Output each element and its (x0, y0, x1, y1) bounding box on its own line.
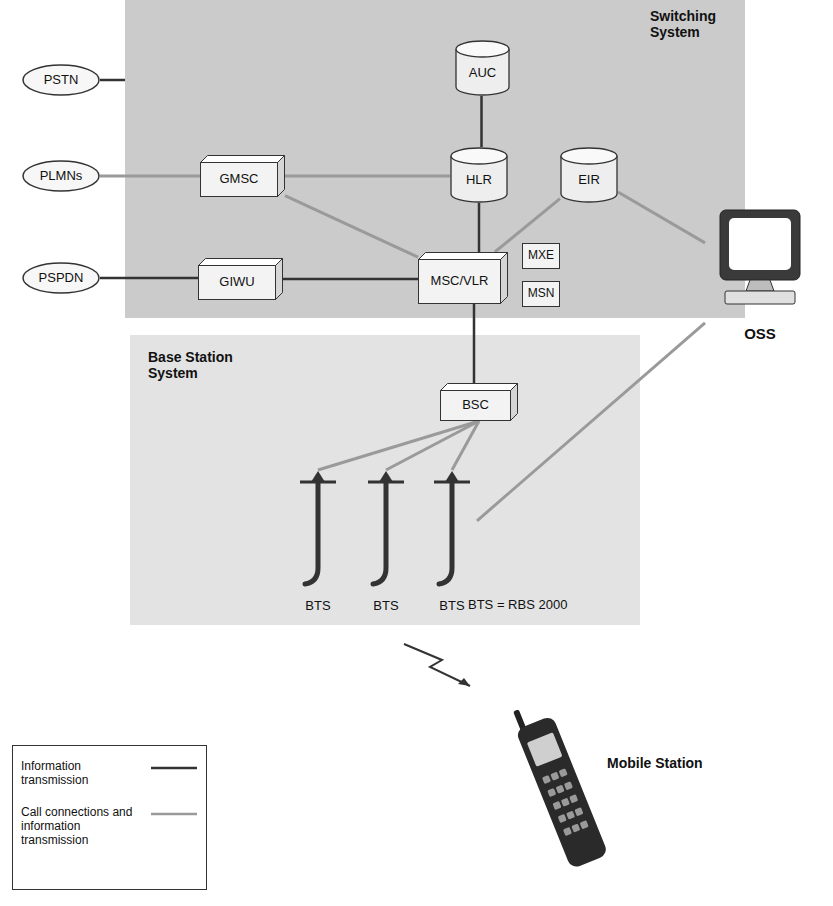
region-title: Base Station System (148, 349, 258, 381)
legend-text: Information transmission (21, 760, 133, 788)
switching-system-region: Switching SystemAUC GMSC HLR EIR MXE GIWU MSC/… (125, 0, 745, 318)
connection-line (285, 175, 450, 178)
connection-line (318, 421, 479, 470)
node-label: PSTN (28, 73, 94, 88)
connection-line (100, 79, 125, 82)
oss-terminal-outline (705, 205, 815, 345)
oss-terminal: OSS (705, 205, 815, 345)
node-label: Mobile Station (607, 755, 703, 771)
node-label: PSPDN (28, 271, 94, 286)
switch-box: GIWU (198, 258, 283, 300)
base-station-region: Base Station SystemBSC BTS BTS BTS (130, 335, 640, 625)
antenna-node: BTS (293, 470, 343, 615)
region-ground (130, 335, 640, 625)
antenna-node-outline (427, 470, 477, 615)
connection-line (473, 304, 476, 383)
connection-line (477, 323, 705, 521)
node-label: BTS (361, 599, 411, 614)
connection-line (100, 277, 198, 280)
node-box: MXE (522, 243, 560, 269)
legend-text: Call connections and information transmi… (21, 806, 133, 847)
database-cylinder: HLR (450, 147, 508, 203)
connection-line (618, 192, 705, 243)
node-label: HLR (452, 173, 506, 188)
region-ground (125, 0, 745, 318)
node-label: GIWU (198, 275, 276, 290)
network-ellipse: PSPDN (22, 262, 100, 294)
connection-line (478, 203, 481, 252)
legend-line-sample (151, 813, 197, 816)
connection-line (285, 196, 418, 258)
node-label: PLMNs (28, 169, 94, 184)
database-cylinder: EIR (560, 147, 618, 203)
switch-box: MSC/VLR (418, 252, 508, 304)
node-label: GMSC (200, 172, 278, 187)
connection-line (283, 278, 418, 281)
node-label: BTS (293, 599, 343, 614)
switch-box: GMSC (200, 155, 285, 197)
antenna-node: BTS (361, 470, 411, 615)
connection-line (452, 421, 479, 470)
node-label: MSC/VLR (418, 274, 501, 289)
node-label: MSN (522, 287, 560, 301)
note-label: BTS = RBS 2000 (468, 598, 567, 613)
connection-line (100, 175, 200, 178)
connection-line (386, 421, 479, 470)
region-title: Switching System (650, 8, 745, 40)
radio-link-symbol (404, 644, 470, 686)
node-label: EIR (562, 173, 616, 188)
antenna-node-outline (293, 470, 343, 615)
network-ellipse: PLMNs (22, 160, 100, 192)
antenna-node: BTS (427, 470, 477, 615)
radio-link-symbol (458, 678, 470, 686)
database-cylinder: AUC (455, 40, 510, 96)
network-ellipse: PSTN (22, 64, 100, 96)
antenna-node-outline (361, 470, 411, 615)
mobile-phone: Mobile Station (515, 695, 725, 890)
controller-box: BSC (440, 383, 518, 421)
node-label: OSS (705, 325, 815, 342)
node-label: MXE (522, 249, 560, 263)
legend-box: Information transmissionCall connections… (12, 745, 207, 890)
mobile-phone-outline (515, 695, 725, 890)
legend-line-sample (151, 767, 197, 770)
node-label: AUC (457, 66, 508, 81)
node-label: BSC (440, 398, 511, 413)
node-box: MSN (522, 281, 560, 307)
connection-line (480, 96, 483, 147)
